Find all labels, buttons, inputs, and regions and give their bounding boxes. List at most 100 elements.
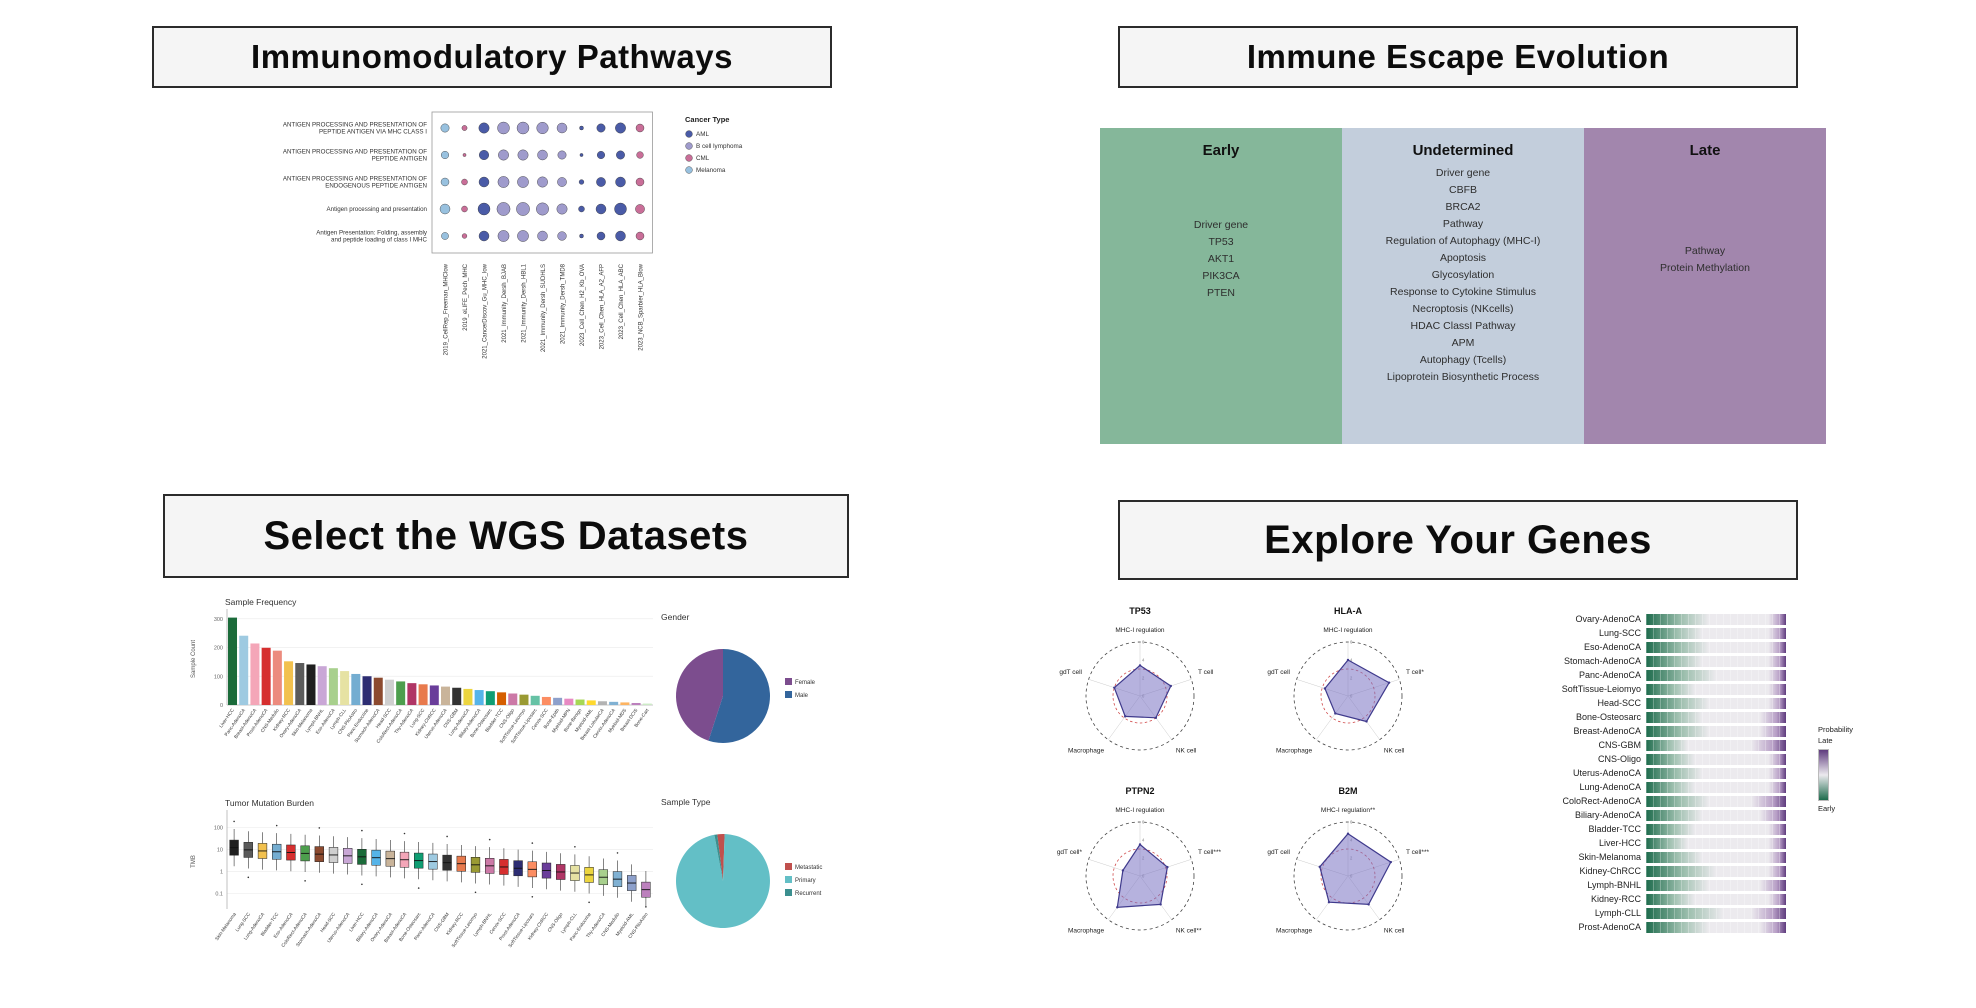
button-immunomodulatory-pathways[interactable]: Immunomodulatory Pathways: [152, 26, 832, 88]
cancer-type-label: Head-SCC: [1597, 698, 1641, 708]
evolution-item: Lipoprotein Biosynthetic Process: [1386, 371, 1540, 383]
evolution-item: TP53: [1208, 236, 1234, 248]
cancer-type-label: Lung-SCC: [1598, 628, 1641, 638]
probability-bar: [1646, 641, 1786, 653]
probability-row: Biliary-AdenoCA: [1500, 808, 1786, 822]
probability-row: Lung-AdenoCA: [1500, 780, 1786, 794]
probability-row: Stomach-AdenoCA: [1500, 654, 1786, 668]
svg-text:SoftTissue-Leiomyo: SoftTissue-Leiomyo: [451, 911, 479, 948]
svg-text:100: 100: [214, 825, 223, 831]
probability-bar: [1646, 795, 1786, 807]
probability-bar: [1646, 893, 1786, 905]
svg-text:10: 10: [217, 847, 223, 853]
probability-bar: [1646, 879, 1786, 891]
probability-bar: [1646, 725, 1786, 737]
probability-row: Uterus-AdenoCA: [1500, 766, 1786, 780]
probability-bar: [1646, 683, 1786, 695]
cancer-type-label: Lymph-CLL: [1594, 908, 1641, 918]
svg-text:NK cell: NK cell: [1384, 927, 1405, 934]
cancer-type-label: Lymph-BNHL: [1587, 880, 1641, 890]
svg-text:TMB: TMB: [191, 855, 197, 868]
probability-bar: [1646, 767, 1786, 779]
cancer-type-label: Bladder-TCC: [1588, 824, 1641, 834]
cancer-type-label: CNS-Oligo: [1597, 754, 1641, 764]
probability-bar: [1646, 921, 1786, 933]
probability-row: Kidney-ChRCC: [1500, 864, 1786, 878]
cancer-type-label: Panc-AdenoCA: [1578, 670, 1641, 680]
svg-text:4: 4: [1142, 838, 1145, 843]
evolution-item: Driver gene: [1435, 167, 1491, 179]
svg-text:PEPTIDE ANTIGEN: PEPTIDE ANTIGEN: [372, 156, 427, 163]
probability-row: Lung-SCC: [1500, 626, 1786, 640]
svg-text:Melanoma: Melanoma: [696, 167, 726, 174]
probability-row: CNS-GBM: [1500, 738, 1786, 752]
evolution-item: Pathway: [1684, 245, 1726, 257]
svg-text:B2M: B2M: [1338, 786, 1357, 796]
svg-text:gdT cell: gdT cell: [1059, 669, 1082, 676]
probability-bar: [1646, 781, 1786, 793]
probability-bar: [1646, 823, 1786, 835]
probability-legend-late-label: Late: [1818, 736, 1833, 746]
svg-text:B cell lymphoma: B cell lymphoma: [696, 143, 743, 150]
svg-text:TP53: TP53: [1129, 606, 1151, 616]
probability-row: Panc-AdenoCA: [1500, 668, 1786, 682]
evolution-item: Necroptosis (NKcells): [1412, 303, 1514, 315]
evolution-item: PIK3CA: [1202, 270, 1240, 282]
svg-text:ColoRect-AdenoCA: ColoRect-AdenoCA: [280, 911, 308, 948]
probability-row: Breast-AdenoCA: [1500, 724, 1786, 738]
svg-text:CML: CML: [696, 155, 710, 162]
svg-text:NK cell: NK cell: [1384, 747, 1405, 754]
svg-text:ANTIGEN PROCESSING AND PRESENT: ANTIGEN PROCESSING AND PRESENTATION OF: [283, 122, 427, 129]
evolution-column-header: Undetermined: [1412, 142, 1514, 159]
probability-legend: Probability Late Early: [1818, 724, 1853, 814]
probability-legend-title: Probability: [1818, 725, 1854, 734]
probability-bar: [1646, 753, 1786, 765]
cancer-type-label: Eso-AdenoCA: [1583, 642, 1641, 652]
svg-text:AML: AML: [696, 131, 709, 138]
evolution-column-header: Late: [1689, 142, 1721, 159]
svg-text:Sample Type: Sample Type: [661, 797, 711, 807]
evolution-item: Glycosylation: [1431, 269, 1495, 281]
svg-text:2019_CellRep_Freeman_MHClow: 2019_CellRep_Freeman_MHClow: [444, 263, 450, 355]
svg-text:NK cell**: NK cell**: [1176, 927, 1202, 934]
cancer-type-label: Liver-HCC: [1598, 838, 1641, 848]
svg-text:100: 100: [214, 674, 223, 680]
svg-text:NK cell: NK cell: [1176, 747, 1197, 754]
button-immune-escape-evolution[interactable]: Immune Escape Evolution: [1118, 26, 1798, 88]
svg-text:300: 300: [214, 617, 223, 623]
svg-text:6: 6: [1350, 820, 1353, 825]
tmb-boxplot-chart: Tumor Mutation BurdenTMB0.1110100Skin-Me…: [191, 798, 653, 948]
button-select-wgs-datasets[interactable]: Select the WGS Datasets: [163, 494, 849, 578]
svg-text:2021_CancerDiscov_Gu_MHC_low: 2021_CancerDiscov_Gu_MHC_low: [483, 263, 489, 358]
svg-text:200: 200: [214, 646, 223, 652]
svg-text:Sample Count: Sample Count: [191, 640, 197, 678]
svg-text:ENDOGENOUS PEPTIDE ANTIGEN: ENDOGENOUS PEPTIDE ANTIGEN: [325, 183, 427, 190]
cancer-type-label: Stomach-AdenoCA: [1563, 656, 1641, 666]
svg-text:and peptide loading of class I: and peptide loading of class I MHC: [331, 237, 427, 244]
svg-text:Tumor Mutation Burden: Tumor Mutation Burden: [225, 798, 314, 808]
probability-stacked-chart: Ovary-AdenoCA Lung-SCC Eso-AdenoCA Stomach-…: [1500, 612, 1786, 934]
cancer-type-label: Skin-Melanoma: [1578, 852, 1641, 862]
svg-text:T cell***: T cell***: [1406, 849, 1429, 856]
probability-bar: [1646, 837, 1786, 849]
svg-text:HLA-A: HLA-A: [1334, 606, 1362, 616]
probability-bar: [1646, 865, 1786, 877]
cancer-type-label: Kidney-ChRCC: [1579, 866, 1641, 876]
probability-row: Ovary-AdenoCA: [1500, 612, 1786, 626]
evolution-item: Regulation of Autophagy (MHC-I): [1385, 235, 1541, 247]
svg-text:PTPN2: PTPN2: [1125, 786, 1154, 796]
button-explore-your-genes[interactable]: Explore Your Genes: [1118, 500, 1798, 580]
svg-text:T cell: T cell: [1198, 669, 1214, 676]
svg-text:T cell*: T cell*: [1406, 669, 1424, 676]
svg-text:0.1: 0.1: [215, 892, 223, 898]
cancer-type-label: Breast-AdenoCA: [1573, 726, 1641, 736]
probability-row: Prost-AdenoCA: [1500, 920, 1786, 934]
evolution-item: Protein Methylation: [1660, 262, 1750, 274]
cancer-type-label: SoftTissue-Leiomyo: [1561, 684, 1641, 694]
svg-text:Antigen processing and present: Antigen processing and presentation: [327, 206, 428, 213]
svg-text:Macrophage: Macrophage: [1068, 747, 1105, 754]
svg-text:2021_Immunity_Dersh_BJAB: 2021_Immunity_Dersh_BJAB: [502, 264, 508, 343]
